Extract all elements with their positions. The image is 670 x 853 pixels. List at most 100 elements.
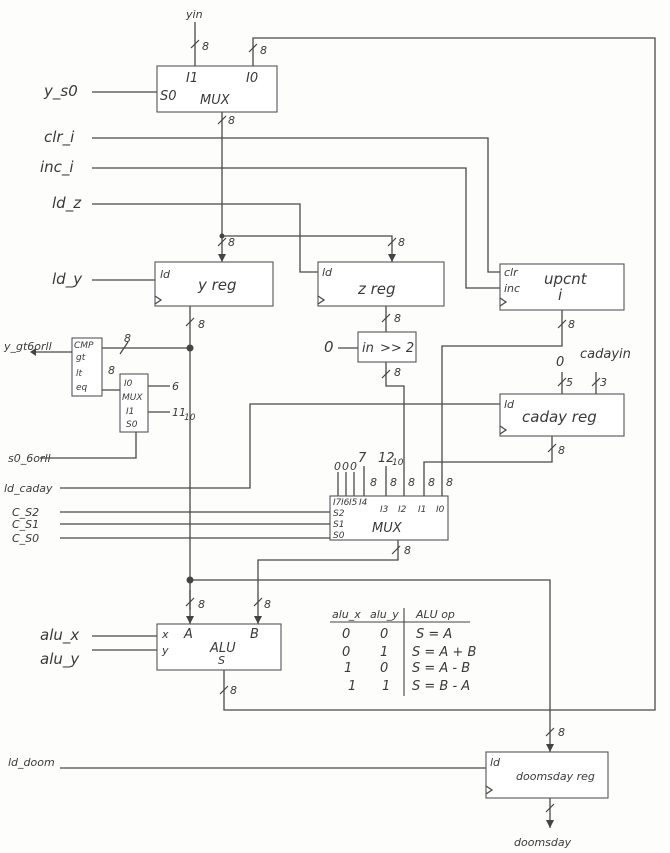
- mux-i1-label: I1: [186, 71, 198, 86]
- clr-i-wire: [92, 137, 500, 273]
- width-8: 8: [198, 598, 205, 611]
- y-gt6orll-label: y_gt6orll: [3, 340, 52, 353]
- y-s0-label: y_s0: [43, 82, 78, 101]
- ld-z-wire: [92, 203, 318, 273]
- alu-b-port: B: [250, 627, 259, 642]
- smux-const11-sub: 10: [184, 413, 196, 423]
- arrowheads: [30, 254, 554, 828]
- ld-y-label: ld_y: [52, 270, 83, 289]
- width-8: 8: [228, 236, 235, 249]
- small-mux-block: I0 MUX I1 S0 6 11 10: [119, 373, 196, 433]
- ld-caday-label: ld_caday: [4, 482, 53, 495]
- table-cell: 1: [348, 679, 356, 694]
- alu-s-port: S: [218, 654, 225, 667]
- alu-y-port: y: [161, 644, 169, 657]
- bigmux-s2-label: S2: [333, 509, 345, 519]
- shifter-in-label: in: [362, 341, 374, 356]
- width-8: 8: [370, 476, 377, 489]
- bigmux-input-label: I1: [418, 505, 426, 515]
- arrow-alu-b: [254, 616, 262, 624]
- junctions: [186, 233, 225, 584]
- table-cell: S = A: [416, 627, 452, 642]
- width-8: 8: [558, 444, 565, 457]
- clr-i-label: clr_i: [44, 128, 75, 147]
- caday-ld-label: ld: [504, 398, 515, 411]
- arrow-doomsday: [546, 744, 554, 752]
- top-mux: I1 I0 S0 MUX: [156, 65, 278, 113]
- yreg-name-label: y reg: [197, 276, 237, 294]
- alu-block: x y A B ALU S: [156, 623, 282, 671]
- bigmux-input-label: I3: [380, 505, 389, 515]
- smux-i1-label: I1: [126, 407, 134, 417]
- doom-name-label: doomsday reg: [516, 770, 595, 783]
- width-8: 8: [124, 332, 131, 345]
- width-8: 8: [108, 364, 115, 377]
- bigmux-s1-label: S1: [333, 520, 344, 530]
- table-cell: 1: [344, 661, 352, 676]
- width-8: 8: [428, 476, 435, 489]
- alu-y-label: alu_y: [40, 650, 80, 669]
- arrow-gt-out: [30, 348, 36, 356]
- const-bit: 0: [350, 460, 357, 473]
- table-header: alu_x: [332, 608, 361, 621]
- const-bit: 0: [342, 460, 349, 473]
- table-cell: 0: [380, 661, 388, 676]
- const-12-sub: 10: [392, 458, 404, 468]
- table-cell: 0: [342, 645, 350, 660]
- width-8: 8: [408, 476, 415, 489]
- bus-widths: 8 8 8 8 8 8 8 8 8 8 8 8 8 8 8 8 8 8 8 8 …: [108, 40, 575, 739]
- width-8: 8: [390, 476, 397, 489]
- table-header: alu_y: [370, 608, 399, 621]
- shifter-block: in >> 2: [357, 331, 417, 363]
- upcnt-block: clr inc upcnt i: [499, 263, 625, 311]
- doomsday-reg-block: ld doomsday reg: [485, 751, 609, 799]
- ld-doom-label: ld_doom: [8, 756, 55, 769]
- smux-const11: 11: [172, 406, 186, 419]
- table-cell: S = A + B: [412, 645, 476, 660]
- inc-i-wire: [92, 167, 500, 289]
- mux-name-label: MUX: [200, 93, 231, 108]
- shift-zero-label: 0: [324, 338, 334, 356]
- signal-labels: yin y_s0 clr_i inc_i ld_z ld_y y_gt6orll…: [3, 8, 572, 849]
- upcnt-inc-label: inc: [504, 282, 520, 295]
- alu-x-label: alu_x: [40, 626, 79, 645]
- width-8: 8: [260, 44, 267, 57]
- width-8: 8: [198, 318, 205, 331]
- smux-name-label: MUX: [122, 393, 143, 403]
- width-8: 8: [394, 312, 401, 325]
- caday-const-0: 0: [556, 355, 564, 370]
- smux-const6: 6: [172, 380, 179, 393]
- upcnt-to-bigmux-wire: [441, 310, 563, 496]
- wires: [36, 22, 656, 828]
- bigmux-input-label: I5: [349, 498, 358, 508]
- y-reg-block: ld y reg: [154, 261, 274, 307]
- c-s0-label: C_S0: [12, 532, 39, 545]
- cmp-gt-label: gt: [76, 353, 86, 363]
- s0-6orll-wire: [40, 432, 137, 459]
- bigmux-input-label: I7: [333, 498, 342, 508]
- width-8: 8: [394, 366, 401, 379]
- alu-a-port: A: [183, 627, 193, 642]
- upcnt-sub-label: i: [558, 286, 563, 304]
- bigmux-input-label: I2: [398, 505, 407, 515]
- alu-feedback-wire: [223, 37, 656, 711]
- table-header: ALU op: [415, 608, 455, 621]
- upcnt-name-label: upcnt: [544, 270, 588, 288]
- alu-op-table: alu_x alu_y ALU op 0 0 S = A 0 1 S = A +…: [330, 608, 476, 696]
- const-bit: 0: [334, 460, 341, 473]
- doomsday-out-label: doomsday: [514, 836, 572, 849]
- ld-caday-wire: [60, 403, 500, 489]
- bigmux-input-label: I6: [341, 498, 350, 508]
- table-cell: 1: [382, 679, 390, 694]
- caday-reg-block: ld caday reg: [499, 393, 625, 437]
- junction-dot: [219, 233, 225, 239]
- bigmux-input-label: I4: [359, 498, 368, 508]
- width-8: 8: [398, 236, 405, 249]
- width-8: 8: [404, 544, 411, 557]
- z-reg-block: ld z reg: [317, 261, 445, 307]
- cmp-name-label: CMP: [74, 341, 94, 351]
- table-cell: S = B - A: [412, 679, 470, 694]
- caday-width-5: 5: [566, 376, 573, 389]
- alu-x-port: x: [161, 628, 169, 641]
- arrow-zreg: [388, 254, 396, 262]
